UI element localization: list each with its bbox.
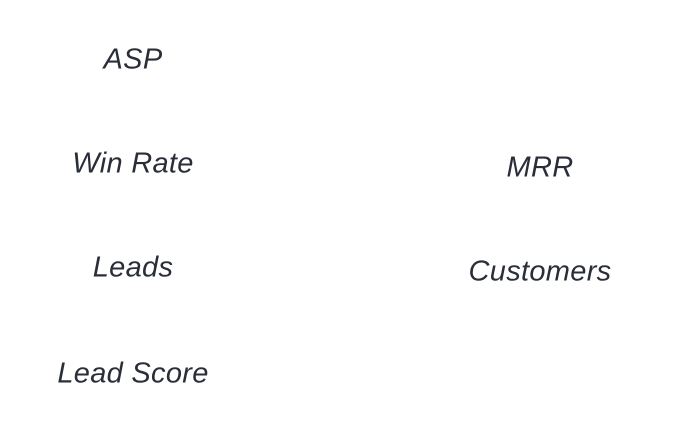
node-lead-score: Lead Score	[57, 357, 209, 390]
node-win-rate: Win Rate	[72, 147, 194, 180]
node-asp: ASP	[103, 43, 163, 76]
node-mrr: MRR	[506, 151, 574, 184]
node-leads: Leads	[92, 251, 174, 284]
node-customers: Customers	[468, 255, 612, 288]
